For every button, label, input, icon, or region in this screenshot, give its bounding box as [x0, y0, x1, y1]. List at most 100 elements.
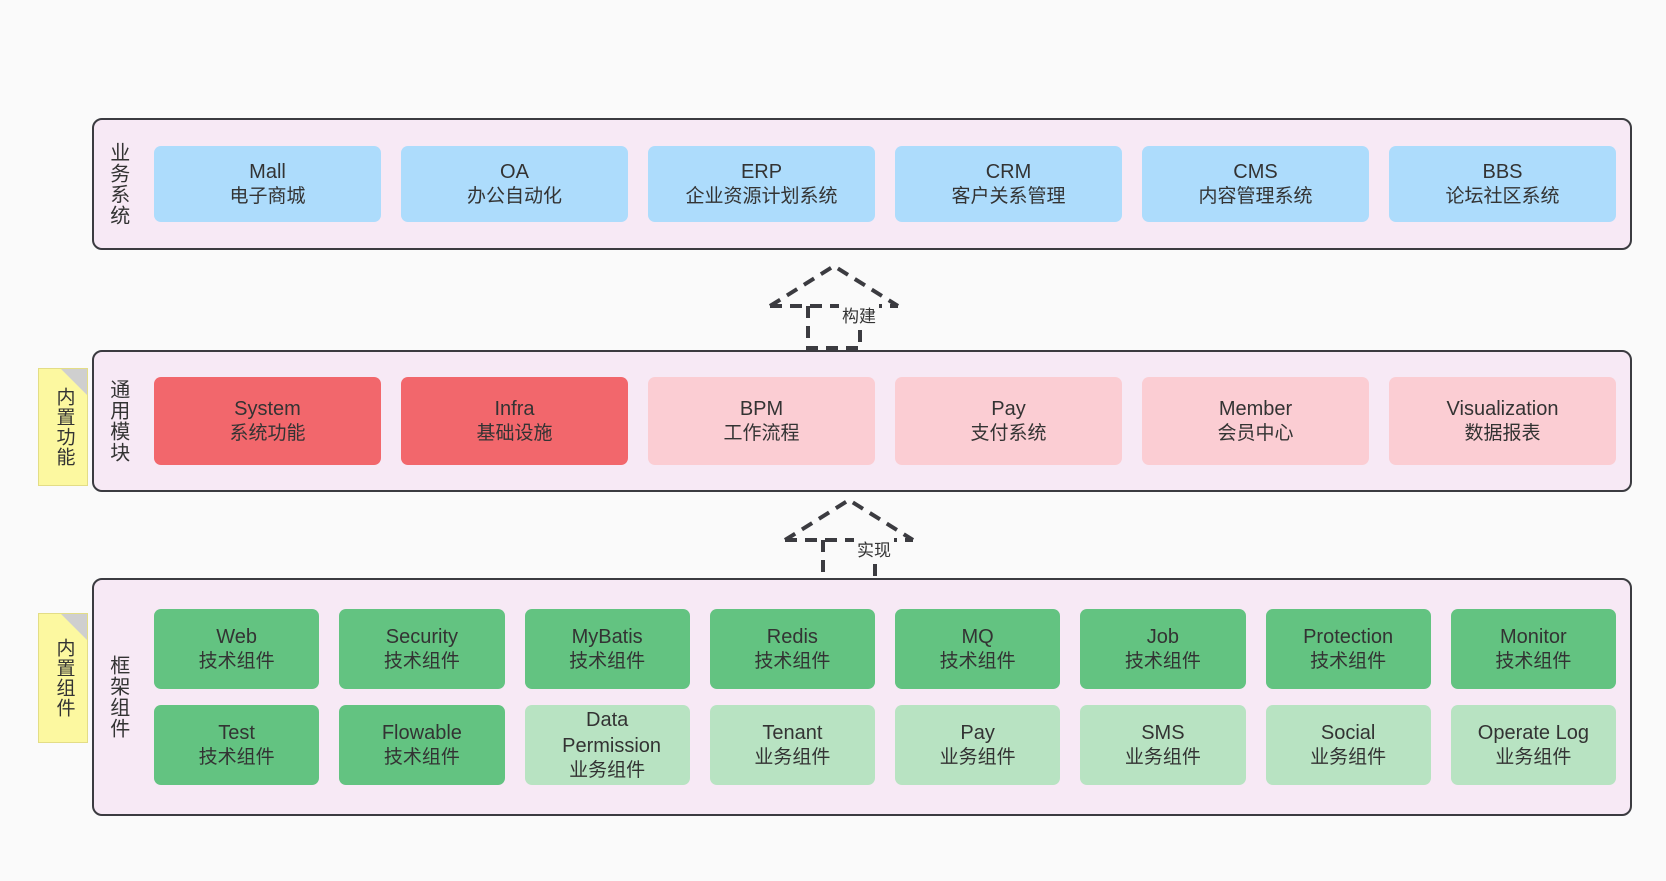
- card-web[interactable]: Web 技术组件: [154, 609, 320, 689]
- card-social[interactable]: Social 业务组件: [1265, 705, 1431, 785]
- sticky-label: 内置组件: [53, 638, 75, 718]
- card-subtitle: 办公自动化: [466, 185, 562, 207]
- card-title: CRM: [985, 160, 1032, 183]
- card-tenant[interactable]: Tenant 业务组件: [709, 705, 875, 785]
- card-pay-component[interactable]: Pay 业务组件: [895, 705, 1061, 785]
- card-subtitle: 基础设施: [476, 422, 553, 444]
- card-subtitle: 技术组件: [754, 650, 831, 672]
- sticky-note-builtin-components: 内置组件: [38, 613, 88, 743]
- card-mq[interactable]: MQ 技术组件: [895, 609, 1061, 689]
- card-subtitle: 客户关系管理: [951, 185, 1066, 207]
- card-title: Protection: [1303, 625, 1394, 648]
- card-subtitle: 会员中心: [1217, 422, 1294, 444]
- card-subtitle: 业务组件: [754, 746, 831, 768]
- card-title: BBS: [1482, 160, 1523, 183]
- card-title: Flowable: [381, 721, 462, 744]
- card-subtitle: 企业资源计划系统: [685, 185, 838, 207]
- card-flowable[interactable]: Flowable 技术组件: [339, 705, 505, 785]
- section-label-modules: 通用模块: [106, 379, 129, 463]
- card-subtitle: 工作流程: [723, 422, 800, 444]
- card-title: Operate Log: [1477, 721, 1589, 744]
- card-title: ERP: [740, 160, 783, 183]
- card-title: OA: [500, 160, 529, 183]
- card-title: System: [234, 397, 301, 420]
- card-redis[interactable]: Redis 技术组件: [709, 609, 875, 689]
- card-mall[interactable]: Mall 电子商城: [154, 146, 381, 222]
- card-test[interactable]: Test 技术组件: [154, 705, 320, 785]
- card-monitor[interactable]: Monitor 技术组件: [1450, 609, 1616, 689]
- card-cms[interactable]: CMS 内容管理系统: [1142, 146, 1369, 222]
- card-title: MQ: [961, 625, 994, 648]
- connector-build-label: 构建: [839, 302, 879, 327]
- card-subtitle: 技术组件: [1495, 650, 1572, 672]
- section-business-systems: 业务系统 Mall 电子商城 OA 办公自动化 ERP 企业资源计划系统 CRM…: [92, 118, 1632, 250]
- card-subtitle: 内容管理系统: [1198, 185, 1313, 207]
- card-subtitle: 系统功能: [229, 422, 306, 444]
- card-title: Monitor: [1500, 625, 1567, 648]
- card-title: Test: [218, 721, 255, 744]
- card-operate-log[interactable]: Operate Log 业务组件: [1450, 705, 1616, 785]
- framework-business-row: Test 技术组件 Flowable 技术组件 Data Permission …: [154, 705, 1616, 785]
- framework-tech-row: Web 技术组件 Security 技术组件 MyBatis 技术组件 Redi…: [154, 609, 1616, 689]
- module-card-row: System 系统功能 Infra 基础设施 BPM 工作流程 Pay 支付系统…: [154, 377, 1616, 465]
- section-label-business: 业务系统: [106, 142, 129, 226]
- section-body-framework: Web 技术组件 Security 技术组件 MyBatis 技术组件 Redi…: [140, 580, 1630, 814]
- card-subtitle: 业务组件: [1495, 746, 1572, 768]
- card-pay[interactable]: Pay 支付系统: [895, 377, 1122, 465]
- card-bpm[interactable]: BPM 工作流程: [648, 377, 875, 465]
- card-subtitle: 电子商城: [229, 185, 306, 207]
- sticky-fold-corner: [61, 614, 87, 640]
- card-infra[interactable]: Infra 基础设施: [401, 377, 628, 465]
- card-title: Member: [1218, 397, 1293, 420]
- card-subtitle: 业务组件: [1310, 746, 1387, 768]
- card-title: Web: [216, 625, 257, 648]
- card-member[interactable]: Member 会员中心: [1142, 377, 1369, 465]
- card-protection[interactable]: Protection 技术组件: [1265, 609, 1431, 689]
- connector-implement: 实现: [775, 492, 945, 592]
- card-subtitle: 技术组件: [383, 650, 460, 672]
- card-subtitle: 支付系统: [970, 422, 1047, 444]
- card-subtitle: 技术组件: [1310, 650, 1387, 672]
- card-subtitle: 技术组件: [198, 650, 275, 672]
- card-visualization[interactable]: Visualization 数据报表: [1389, 377, 1616, 465]
- card-mybatis[interactable]: MyBatis 技术组件: [524, 609, 690, 689]
- business-card-row: Mall 电子商城 OA 办公自动化 ERP 企业资源计划系统 CRM 客户关系…: [154, 146, 1616, 222]
- card-title: Redis: [766, 625, 818, 648]
- card-erp[interactable]: ERP 企业资源计划系统: [648, 146, 875, 222]
- card-title: Mall: [249, 160, 286, 183]
- card-title: Infra: [494, 397, 535, 420]
- card-subtitle: 技术组件: [1124, 650, 1201, 672]
- card-title: Tenant: [762, 721, 823, 744]
- sticky-note-builtin-features: 内置功能: [38, 368, 88, 486]
- card-subtitle: 技术组件: [939, 650, 1016, 672]
- card-subtitle: 技术组件: [569, 650, 646, 672]
- card-title: Security: [385, 625, 458, 648]
- card-title: SMS: [1141, 721, 1185, 744]
- section-common-modules: 通用模块 System 系统功能 Infra 基础设施 BPM 工作流程 Pay…: [92, 350, 1632, 492]
- section-label-framework: 框架组件: [106, 655, 129, 739]
- card-bbs[interactable]: BBS 论坛社区系统: [1389, 146, 1616, 222]
- card-subtitle: 业务组件: [939, 746, 1016, 768]
- connector-implement-label: 实现: [854, 536, 894, 561]
- card-security[interactable]: Security 技术组件: [339, 609, 505, 689]
- section-body-modules: System 系统功能 Infra 基础设施 BPM 工作流程 Pay 支付系统…: [140, 352, 1630, 490]
- card-data-permission[interactable]: Data Permission 业务组件: [524, 705, 690, 785]
- card-subtitle: 业务组件: [569, 759, 646, 781]
- card-crm[interactable]: CRM 客户关系管理: [895, 146, 1122, 222]
- sticky-fold-corner: [61, 369, 87, 395]
- card-title: Social: [1320, 721, 1376, 744]
- card-subtitle: 数据报表: [1464, 422, 1541, 444]
- card-subtitle: 技术组件: [198, 746, 275, 768]
- card-title: Pay: [991, 397, 1026, 420]
- card-system[interactable]: System 系统功能: [154, 377, 381, 465]
- card-title: MyBatis: [571, 625, 643, 648]
- card-title: Data Permission: [562, 708, 662, 757]
- card-title: Pay: [960, 721, 995, 744]
- card-sms[interactable]: SMS 业务组件: [1080, 705, 1246, 785]
- card-oa[interactable]: OA 办公自动化: [401, 146, 628, 222]
- card-subtitle: 业务组件: [1124, 746, 1201, 768]
- connector-build: 构建: [760, 258, 930, 358]
- card-job[interactable]: Job 技术组件: [1080, 609, 1246, 689]
- card-title: Job: [1146, 625, 1179, 648]
